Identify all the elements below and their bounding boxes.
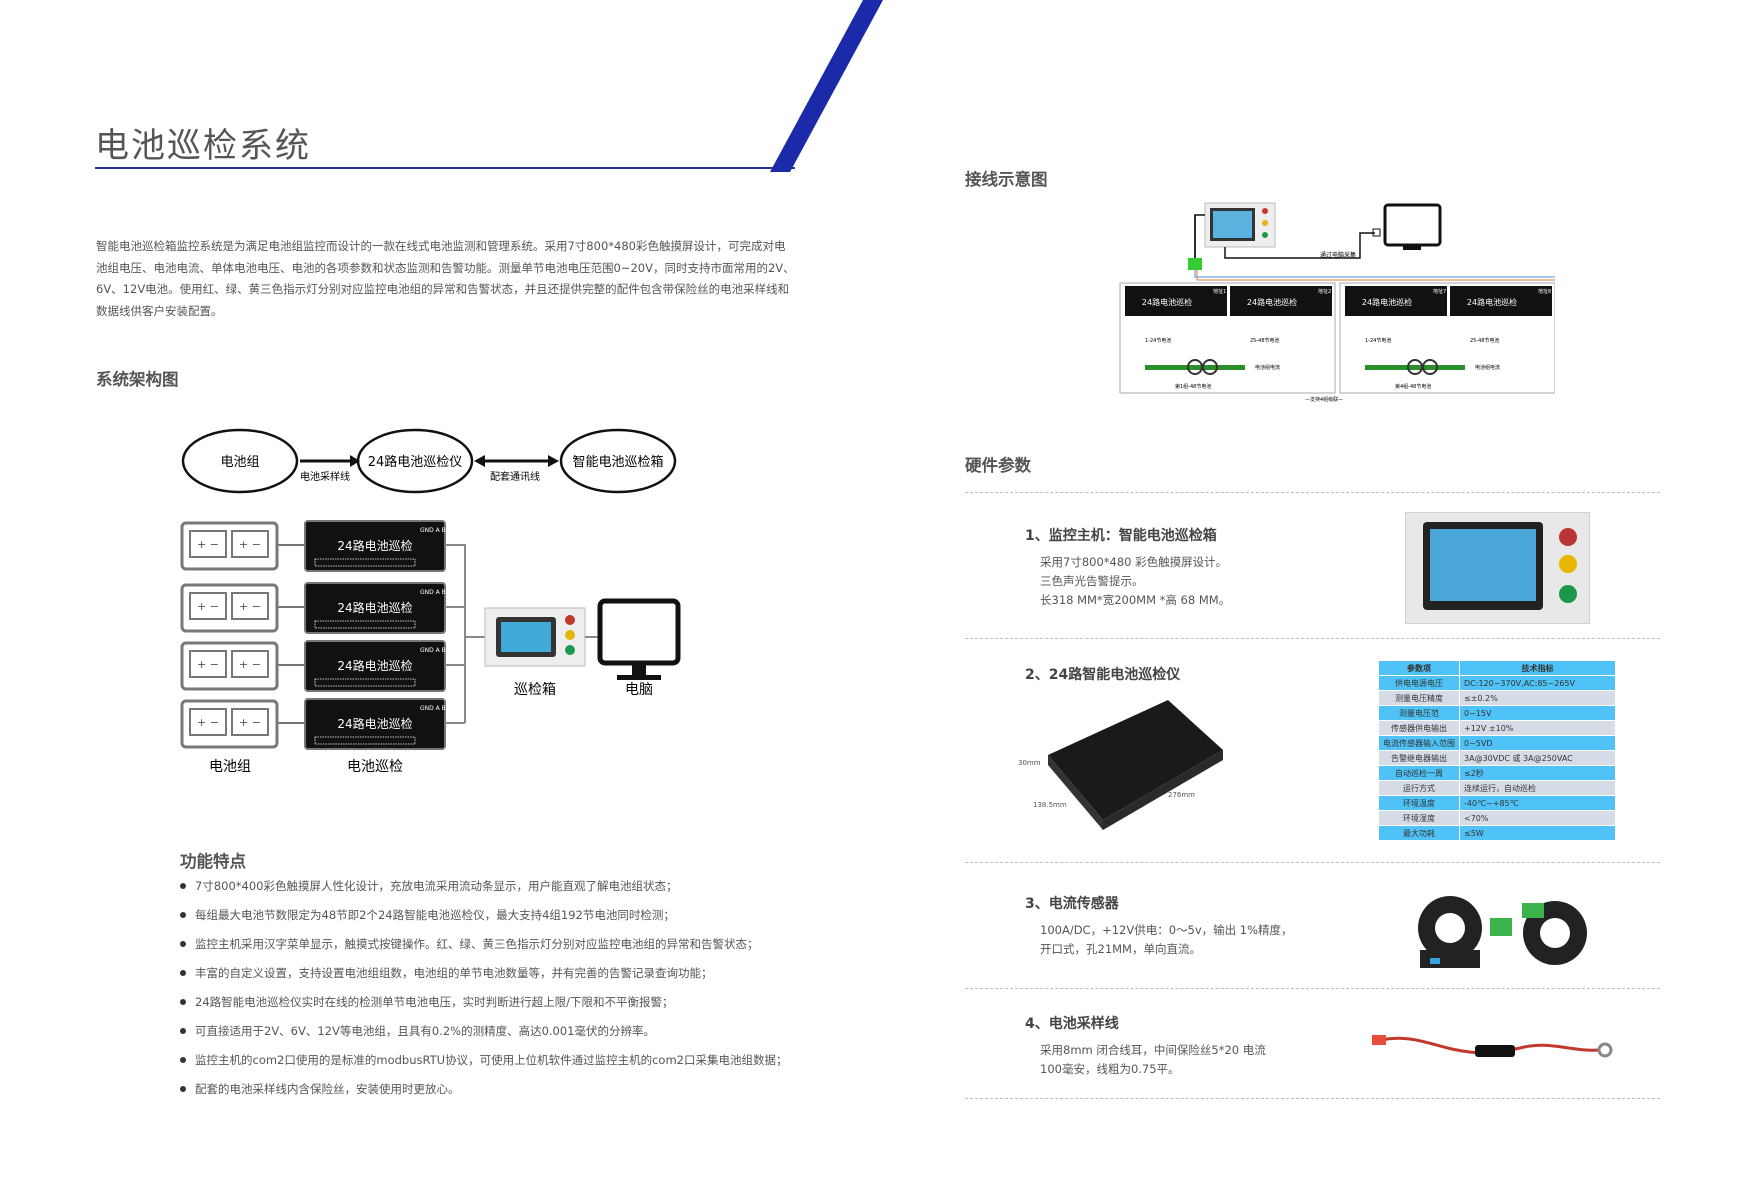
svg-text:电池组电流: 电池组电流 [1475, 364, 1500, 371]
hw-desc-4: 采用8mm 闭合线耳，中间保险丝5*20 电流 100毫安，线粗为0.75平。 [1040, 1043, 1266, 1076]
svg-text:地址7: 地址7 [1433, 288, 1446, 295]
svg-text:24路电池巡检: 24路电池巡检 [1247, 297, 1297, 307]
hw-desc-1: 采用7寸800*480 彩色触摸屏设计。 三色声光告警提示。 长318 MM*宽… [1040, 555, 1231, 607]
feature-item: 配套的电池采样线内含保险丝，安装使用时更放心。 [180, 1081, 820, 1110]
current-sensor-image [1418, 896, 1587, 968]
hw-desc-3: 100A/DC，+12V供电：0～5v，输出 1%精度， 开口式，孔21MM，单… [1040, 923, 1293, 956]
svg-text:24路电池巡检: 24路电池巡检 [1142, 297, 1192, 307]
arch-node-module: 24路电池巡检仪 [368, 454, 463, 470]
architecture-diagram: 电池组 24路电池巡检仪 智能电池巡检箱 电池采样线 配套通讯线 + − + − … [180, 428, 681, 775]
sampling-cable-image [1372, 1035, 1613, 1058]
wiring-heading: 接线示意图 [965, 170, 1048, 189]
battery-group-label: 电池组 [209, 759, 251, 775]
arch-node-box: 智能电池巡检箱 [572, 454, 663, 470]
arch-node-battery: 电池组 [220, 455, 259, 470]
feature-item: 每组最大电池节数限定为48节即2个24路智能电池巡检仪，最大支持4组192节电池… [180, 907, 820, 936]
wiring-diagram: 通过电脑采集 24路电池巡检 24路电池巡检 24路电池巡检 24路电池巡检 地… [1119, 202, 1555, 403]
svg-text:GND A B: GND A B [420, 647, 446, 654]
feature-item: 可直接适用于2V、6V、12V等电池组，且具有0.2%的测精度、高达0.001毫… [180, 1023, 820, 1052]
divider [965, 862, 1660, 863]
svg-text:—支持4组级联—: —支持4组级联— [1305, 396, 1343, 403]
module-label: 24路电池巡检 [337, 716, 412, 731]
svg-text:+ −: + − [197, 600, 219, 613]
features-heading: 功能特点 [180, 852, 246, 871]
svg-text:+ −: + − [239, 600, 261, 613]
arch-link-sampling: 电池采样线 [300, 470, 350, 483]
svg-text:+ −: + − [239, 716, 261, 729]
module-label: 24路电池巡检 [337, 600, 412, 615]
feature-item: 监控主机采用汉字菜单显示，触摸式按键操作。红、绿、黄三色指示灯分别对应监控电池组… [180, 936, 820, 965]
arch-link-comm: 配套通讯线 [490, 470, 540, 483]
svg-text:GND A B: GND A B [420, 589, 446, 596]
feature-item: 丰富的自定义设置，支持设置电池组组数，电池组的单节电池数量等，并有完善的告警记录… [180, 965, 820, 994]
svg-text:276mm: 276mm [1168, 791, 1195, 799]
pc-label: 电脑 [625, 682, 653, 698]
svg-text:1-24节电池: 1-24节电池 [1365, 337, 1391, 344]
svg-text:24路电池巡检: 24路电池巡检 [1467, 297, 1517, 307]
title-underline [95, 167, 795, 169]
page-title: 电池巡检系统 [95, 126, 311, 166]
svg-text:25-48节电池: 25-48节电池 [1470, 337, 1500, 344]
divider [965, 988, 1660, 989]
svg-text:地址8: 地址8 [1538, 288, 1551, 295]
svg-text:1-24节电池: 1-24节电池 [1145, 337, 1171, 344]
svg-text:地址1: 地址1 [1213, 288, 1226, 295]
svg-text:25-48节电池: 25-48节电池 [1250, 337, 1280, 344]
svg-text:GND A B: GND A B [420, 527, 446, 534]
features-list: 7寸800*400彩色触摸屏人性化设计，充放电流采用流动条显示，用户能直观了解电… [180, 878, 820, 1110]
battery-module-rows: + − + − 24路电池巡检 GND A B + − + − 24路电池巡检 GN… [180, 520, 446, 750]
svg-text:+ −: + − [239, 658, 261, 671]
monitor-host-image [1405, 512, 1590, 624]
svg-text:+ −: + − [239, 538, 261, 551]
svg-text:138.5mm: 138.5mm [1033, 801, 1067, 809]
svg-text:+ −: + − [197, 716, 219, 729]
module-label: 24路电池巡检 [337, 538, 412, 553]
svg-text:电池组电流: 电池组电流 [1255, 364, 1280, 371]
divider [965, 1098, 1660, 1099]
feature-item: 监控主机的com2口使用的是标准的modbusRTU协议，可使用上位机软件通过监… [180, 1052, 820, 1081]
svg-text:第4组-48节电池: 第4组-48节电池 [1395, 383, 1431, 390]
wiring-comm-label: 通过电脑采集 [1320, 251, 1356, 259]
divider [965, 638, 1660, 639]
arch-heading: 系统架构图 [96, 370, 179, 389]
svg-text:30mm: 30mm [1018, 759, 1041, 767]
divider [965, 492, 1660, 493]
decorative-stripe [770, 0, 883, 172]
hw-title-1: 1、监控主机：智能电池巡检箱 [1025, 528, 1217, 544]
module-group-label: 电池巡检 [347, 759, 403, 775]
feature-item: 24路智能电池巡检仪实时在线的检测单节电池电压，实时判断进行超上限/下限和不平衡… [180, 994, 820, 1023]
svg-text:24路电池巡检: 24路电池巡检 [1362, 297, 1412, 307]
hw-title-3: 3、电流传感器 [1025, 896, 1119, 912]
svg-text:+ −: + − [197, 658, 219, 671]
feature-item: 7寸800*400彩色触摸屏人性化设计，充放电流采用流动条显示，用户能直观了解电… [180, 878, 820, 907]
svg-text:+ −: + − [197, 538, 219, 551]
hw-title-2: 2、24路智能电池巡检仪 [1025, 667, 1181, 683]
svg-text:第1组-48节电池: 第1组-48节电池 [1175, 383, 1211, 390]
module-label: 24路电池巡检 [337, 658, 412, 673]
box-label: 巡检箱 [514, 682, 556, 698]
hw-title-4: 4、电池采样线 [1025, 1016, 1119, 1032]
inspector-device-image: 30mm 276mm 138.5mm [1018, 700, 1223, 830]
svg-text:GND A B: GND A B [420, 705, 446, 712]
hardware-heading: 硬件参数 [965, 456, 1031, 475]
intro-paragraph: 智能电池巡检箱监控系统是为满足电池组监控而设计的一款在线式电池监测和管理系统。采… [96, 239, 795, 318]
svg-text:地址2: 地址2 [1318, 288, 1331, 295]
